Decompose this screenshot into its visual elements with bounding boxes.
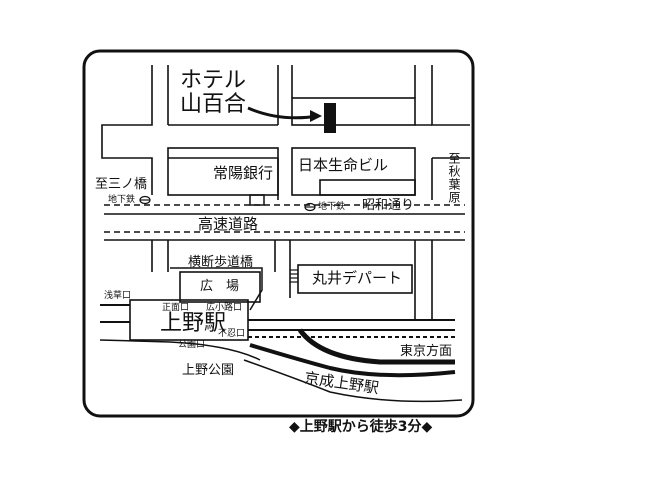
hotel-marker: [324, 103, 336, 133]
road-outlines: [101, 65, 470, 320]
park-road: [99, 339, 261, 361]
hotel-name-line2: 山百合: [180, 92, 247, 117]
hotel-arrow: [247, 106, 319, 120]
expressway-label: 高速道路: [198, 215, 259, 233]
pedestrian-bridge: [170, 267, 263, 311]
joyo-bank-building: [167, 147, 279, 196]
main-exit-label: 正面口: [162, 303, 190, 313]
expressway: [104, 204, 465, 241]
railway: [100, 304, 455, 338]
ueno-park-label: 上野公園: [182, 363, 235, 378]
station-stairs: [249, 194, 265, 206]
joyo-bank-label: 常陽銀行: [213, 164, 274, 182]
pedestrian-bridge-label: 横断歩道橋: [188, 255, 254, 270]
subway-label-left: 地下鉄: [108, 195, 136, 205]
subway-marker-left: [139, 195, 151, 205]
map-frame: [82, 49, 475, 418]
hotel-name-line1: ホテル: [180, 68, 247, 93]
nihon-seimei-label: 日本生命ビル: [298, 156, 389, 174]
keisei-line: [243, 328, 463, 403]
access-caption: ◆上野駅から徒歩3分◆: [289, 419, 433, 435]
park-exit-label: 公園口: [178, 340, 206, 350]
hirokoji-exit-label: 広小路口: [206, 303, 243, 313]
subway-marker-right: [304, 202, 316, 212]
marui-building: [297, 264, 413, 294]
to-sanno-bashi-label: 至三ノ橋: [95, 177, 148, 192]
shinobazu-exit-label: 不忍口: [218, 329, 246, 339]
hotel-block: [291, 97, 416, 126]
tokyo-direction-label: 東京方面: [400, 344, 453, 359]
nihon-seimei-inner: [319, 179, 416, 196]
ueno-station-label: 上野駅: [160, 311, 227, 336]
subway-label-right: 地下鉄: [318, 202, 346, 212]
marui-label: 丸井デパート: [312, 269, 403, 287]
showa-dori-label: 昭和通り: [362, 198, 415, 213]
marui-entrance-icon: [290, 269, 298, 283]
to-akihabara-label: 至秋葉原: [447, 152, 461, 204]
plaza-block: [179, 271, 261, 303]
plaza-label: 広 場: [200, 279, 240, 294]
asakusa-exit-label: 浅草口: [104, 291, 132, 301]
